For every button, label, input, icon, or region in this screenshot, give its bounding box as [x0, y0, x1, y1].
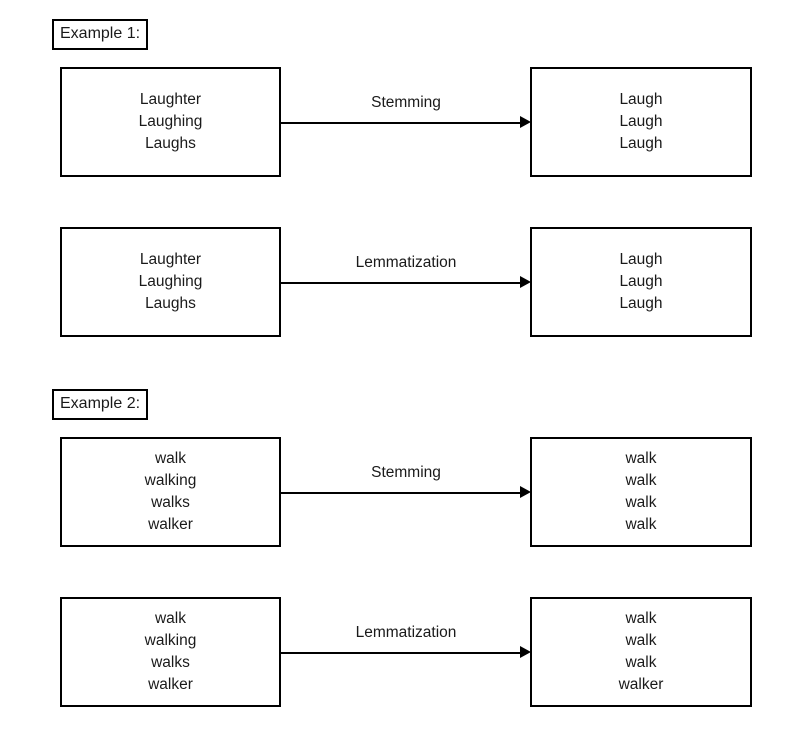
arrow-row-1: Stemming [281, 95, 531, 128]
word-line: walker [148, 516, 193, 533]
section-label-example-2: Example 2: [52, 389, 149, 420]
arrow-head-icon [520, 486, 531, 498]
word-line: Laugh [619, 295, 663, 312]
arrow-label-row-1: Stemming [371, 94, 441, 111]
word-line: walk [154, 610, 186, 627]
word-line: walk [625, 516, 657, 533]
word-line: walk [625, 632, 657, 649]
word-line: walks [151, 494, 190, 511]
arrow-label-row-3: Stemming [371, 464, 441, 481]
word-line: walk [625, 610, 657, 627]
arrow-head-icon [520, 276, 531, 288]
arrow-line [281, 492, 522, 494]
arrow-row-4: Lemmatization [281, 625, 531, 658]
word-line: walking [144, 632, 197, 649]
word-line: Laughs [145, 295, 196, 312]
word-line: Laugh [619, 91, 663, 108]
arrow-row-2: Lemmatization [281, 255, 531, 288]
arrow-label-row-4: Lemmatization [355, 624, 457, 641]
arrow-line [281, 282, 522, 284]
word-line: Laughing [138, 273, 203, 290]
word-line: Laughter [139, 251, 202, 268]
output-box-row-3: walk walk walk walk [530, 437, 752, 547]
word-line: walking [144, 472, 197, 489]
arrow-line [281, 122, 522, 124]
word-line: walker [618, 676, 664, 693]
word-line: Laugh [619, 273, 663, 290]
input-box-row-2: Laughter Laughing Laughs [60, 227, 281, 337]
output-box-row-4: walk walk walk walker [530, 597, 752, 707]
word-line: walk [625, 494, 657, 511]
word-line: walk [154, 450, 186, 467]
word-line: Laugh [619, 135, 663, 152]
output-box-row-2: Laugh Laugh Laugh [530, 227, 752, 337]
word-line: walks [151, 654, 190, 671]
output-box-row-1: Laugh Laugh Laugh [530, 67, 752, 177]
word-line: Laugh [619, 113, 663, 130]
word-line: walker [148, 676, 193, 693]
arrow-head-icon [520, 116, 531, 128]
word-line: Laughter [139, 91, 202, 108]
word-line: Laughing [138, 113, 203, 130]
input-box-row-1: Laughter Laughing Laughs [60, 67, 281, 177]
input-box-row-3: walk walking walks walker [60, 437, 281, 547]
section-label-example-1: Example 1: [52, 19, 149, 50]
word-line: walk [625, 450, 657, 467]
arrow-label-row-2: Lemmatization [355, 254, 457, 271]
word-line: Laughs [145, 135, 196, 152]
word-line: walk [625, 654, 657, 671]
arrow-line [281, 652, 522, 654]
word-line: Laugh [619, 251, 663, 268]
arrow-row-3: Stemming [281, 465, 531, 498]
arrow-head-icon [520, 646, 531, 658]
word-line: walk [625, 472, 657, 489]
input-box-row-4: walk walking walks walker [60, 597, 281, 707]
